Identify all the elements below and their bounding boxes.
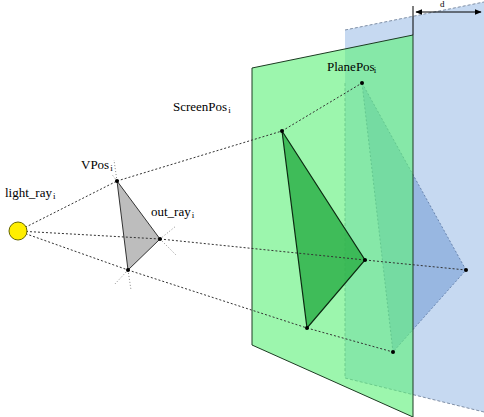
point-label: PlanePos <box>327 60 375 74</box>
subscript-index: i <box>227 106 232 116</box>
vertex-triangle <box>117 181 160 270</box>
subscript-index: i <box>191 211 196 221</box>
subscript-index: i <box>109 164 114 174</box>
light-source <box>9 222 27 240</box>
dimension-label: d <box>440 0 445 10</box>
ray-label: light_ray <box>4 186 53 200</box>
rays <box>18 83 466 352</box>
screen-plane <box>252 35 413 417</box>
dimension-arrow <box>416 12 481 13</box>
point-label: ScreenPos <box>172 100 228 114</box>
ray-label: out_ray <box>150 205 192 219</box>
dimension-tick <box>413 6 414 35</box>
subscript-index: i <box>374 66 377 76</box>
vertex-extensions <box>104 160 176 290</box>
point-label: VPos <box>80 158 110 172</box>
screen-triangle <box>282 131 365 328</box>
subscript-index: i <box>52 192 57 202</box>
offset-plane-edge <box>345 2 484 30</box>
vertex-dots <box>115 81 468 354</box>
